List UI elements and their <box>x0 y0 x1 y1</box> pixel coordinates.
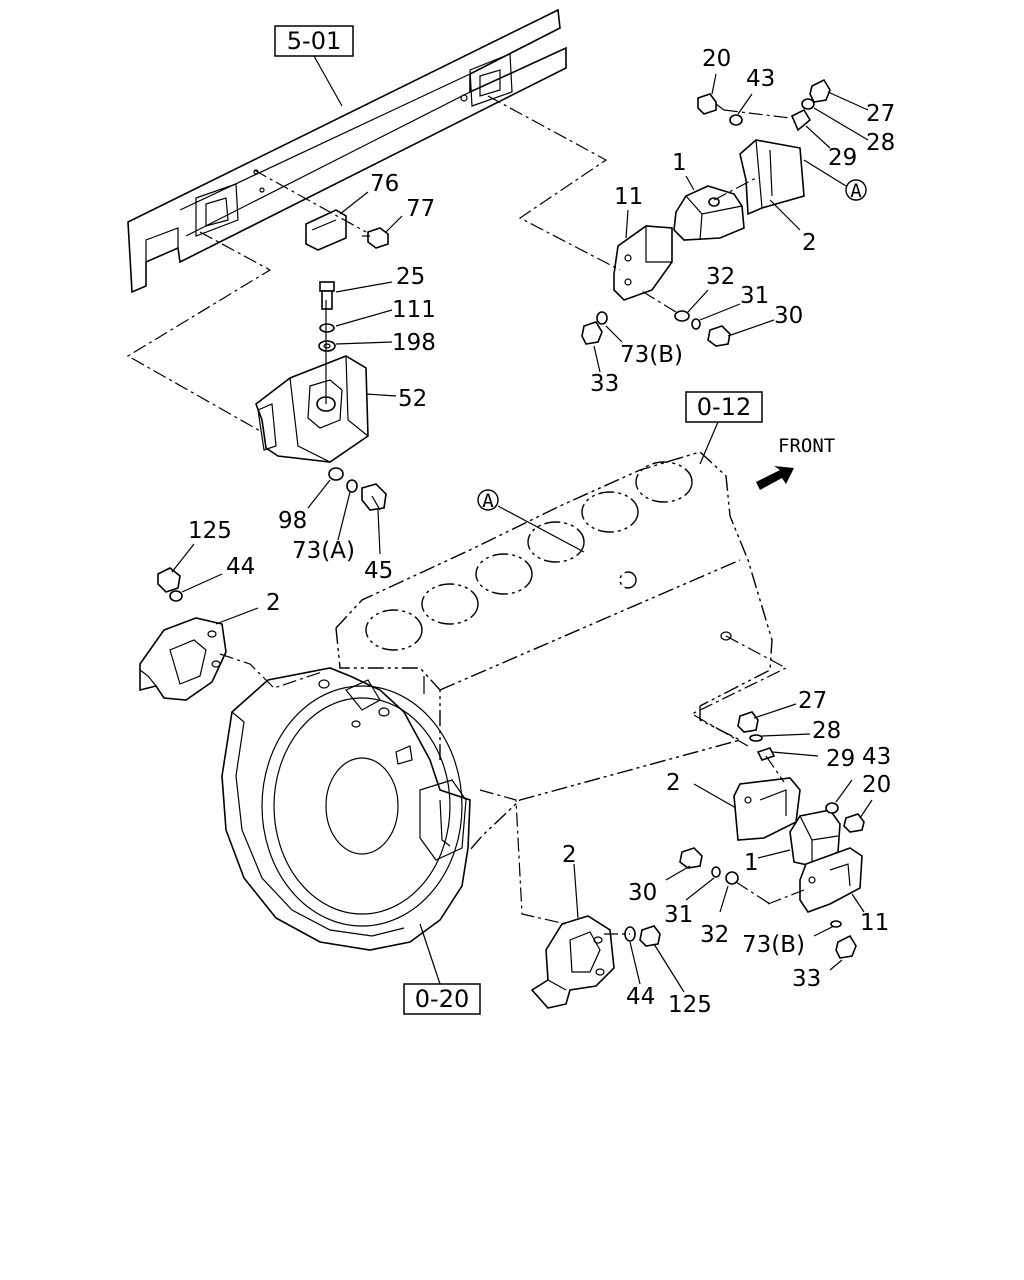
label-32-top: 32 <box>706 264 735 290</box>
label-33-top: 33 <box>590 371 619 397</box>
label-77: 77 <box>406 196 435 222</box>
label-44-left: 44 <box>226 554 255 580</box>
bracket-2-left <box>139 617 227 701</box>
label-198: 198 <box>392 330 436 356</box>
lockwasher-73b-bottom <box>830 920 842 928</box>
bolt-30-top <box>707 325 731 347</box>
label-125-bottom: 125 <box>668 992 712 1018</box>
nut-27-top <box>809 78 831 103</box>
bolt-25 <box>319 281 335 310</box>
washer-44-left <box>169 590 183 602</box>
callout-a-top: A <box>850 180 862 202</box>
bolt-20-right <box>843 813 865 833</box>
ref-engine: 0-12 <box>685 391 763 465</box>
label-2-left: 2 <box>266 590 281 616</box>
bolt-77 <box>362 227 389 249</box>
label-20-top: 20 <box>702 46 731 72</box>
ref-flywheel: 0-20 <box>403 923 481 1015</box>
label-125-left: 125 <box>188 518 232 544</box>
engine-block <box>335 451 773 851</box>
washer-43-right <box>825 802 839 814</box>
label-45: 45 <box>364 558 393 584</box>
lockwasher-31-bottom <box>711 866 721 878</box>
label-20-right: 20 <box>862 772 891 798</box>
bracket-11-top <box>613 225 673 301</box>
label-27-top: 27 <box>866 101 895 127</box>
label-44-bottom: 44 <box>626 984 655 1010</box>
label-73a: 73(A) <box>292 538 355 564</box>
label-2-top: 2 <box>802 230 817 256</box>
flywheel-housing <box>221 667 471 951</box>
callout-a-engine: A <box>482 490 494 512</box>
label-111: 111 <box>392 297 436 323</box>
bolt-30-bottom <box>679 847 703 869</box>
label-11-right: 11 <box>860 910 889 936</box>
label-98: 98 <box>278 508 307 534</box>
bracket-11-right <box>799 847 863 913</box>
washer-98 <box>328 467 344 481</box>
washer-198 <box>318 340 336 352</box>
labels: 20 43 27 28 29 1 11 2 32 31 30 73(B) 33 … <box>188 46 895 1018</box>
label-2-right: 2 <box>666 770 681 796</box>
clip-29-right <box>756 747 776 761</box>
label-31-bottom: 31 <box>664 902 693 928</box>
label-76: 76 <box>370 171 399 197</box>
label-28-right: 28 <box>812 718 841 744</box>
front-label: FRONT <box>778 435 835 457</box>
washer-111 <box>319 323 335 333</box>
frame-clip-76 <box>305 209 347 251</box>
label-43-top: 43 <box>746 66 775 92</box>
label-29-right: 29 <box>826 746 855 772</box>
washer-28-top <box>801 98 815 110</box>
label-73b-top: 73(B) <box>620 342 683 368</box>
label-25: 25 <box>396 264 425 290</box>
nut-33-bottom <box>835 934 857 959</box>
ref-engine-text: 0-12 <box>697 393 751 421</box>
label-31-top: 31 <box>740 283 769 309</box>
ref-frame: 5-01 <box>274 25 354 107</box>
mount-1-right <box>789 809 841 867</box>
bolt-20-top <box>697 93 725 115</box>
label-30-bottom: 30 <box>628 880 657 906</box>
ref-frame-text: 5-01 <box>287 27 341 55</box>
bracket-2-bottom <box>530 915 615 1009</box>
nut-125-left <box>157 567 181 593</box>
label-30-top: 30 <box>774 303 803 329</box>
washer-28-right <box>749 734 763 742</box>
label-33-bottom: 33 <box>792 966 821 992</box>
label-1-top: 1 <box>672 150 687 176</box>
lockwasher-31-top <box>691 318 701 330</box>
lockwasher-73a <box>346 479 358 493</box>
label-73b-bottom: 73(B) <box>742 932 805 958</box>
label-32-bottom: 32 <box>700 922 729 948</box>
front-indicator: FRONT <box>756 435 835 490</box>
washer-32-top <box>674 310 690 322</box>
nut-125-bottom <box>639 925 661 947</box>
mount-1-top <box>673 185 745 241</box>
nut-27-right <box>737 711 759 733</box>
label-28-top: 28 <box>866 130 895 156</box>
ref-flywheel-text: 0-20 <box>415 985 469 1013</box>
front-arrow-icon <box>756 466 794 490</box>
clip-29-top <box>790 108 812 132</box>
washer-43-top <box>729 114 743 126</box>
label-11-top: 11 <box>614 184 643 210</box>
mount-52 <box>255 355 369 463</box>
label-2-bottom: 2 <box>562 842 577 868</box>
nut-33-top <box>581 321 603 345</box>
frame-rail <box>127 8 567 294</box>
label-52: 52 <box>398 386 427 412</box>
label-29-top: 29 <box>828 145 857 171</box>
label-27-right: 27 <box>798 688 827 714</box>
bracket-2-top <box>739 139 805 216</box>
label-1-right: 1 <box>744 850 759 876</box>
washer-32-bottom <box>725 871 739 885</box>
bracket-2-right <box>733 777 801 841</box>
lockwasher-73b-top <box>596 311 608 325</box>
label-43-right: 43 <box>862 744 891 770</box>
bolt-45 <box>361 483 387 511</box>
